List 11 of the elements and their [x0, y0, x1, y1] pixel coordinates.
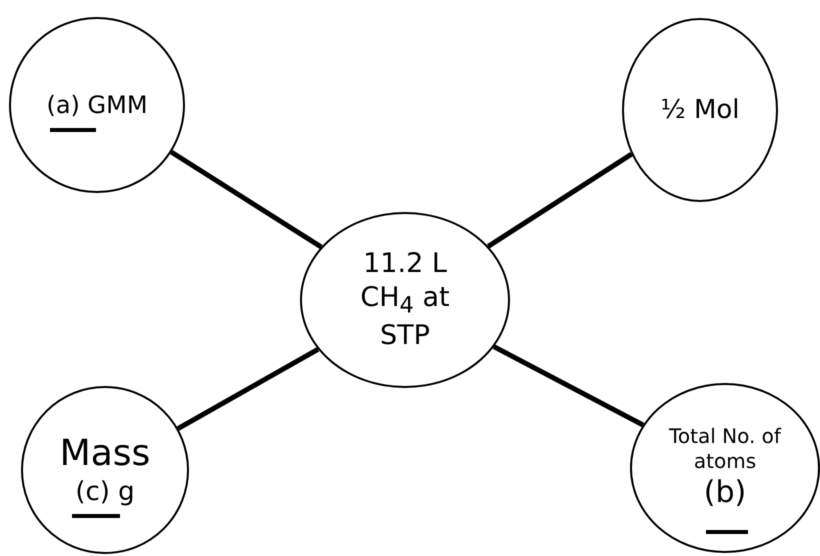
- node-label: (c) g: [75, 476, 135, 509]
- node-label: (a) GMM: [46, 90, 148, 120]
- node-label: 11.2 L CH$_{4}$ at STP: [359, 246, 451, 353]
- node-label: (b): [704, 474, 746, 512]
- node-label: Mass: [60, 432, 150, 476]
- node-label: Total No. of atoms: [668, 424, 782, 474]
- connector-line: [492, 344, 644, 428]
- connector-line: [176, 347, 320, 431]
- connector-line: [486, 152, 633, 248]
- node-label: ½ Mol: [660, 94, 740, 126]
- connector-line: [170, 150, 323, 250]
